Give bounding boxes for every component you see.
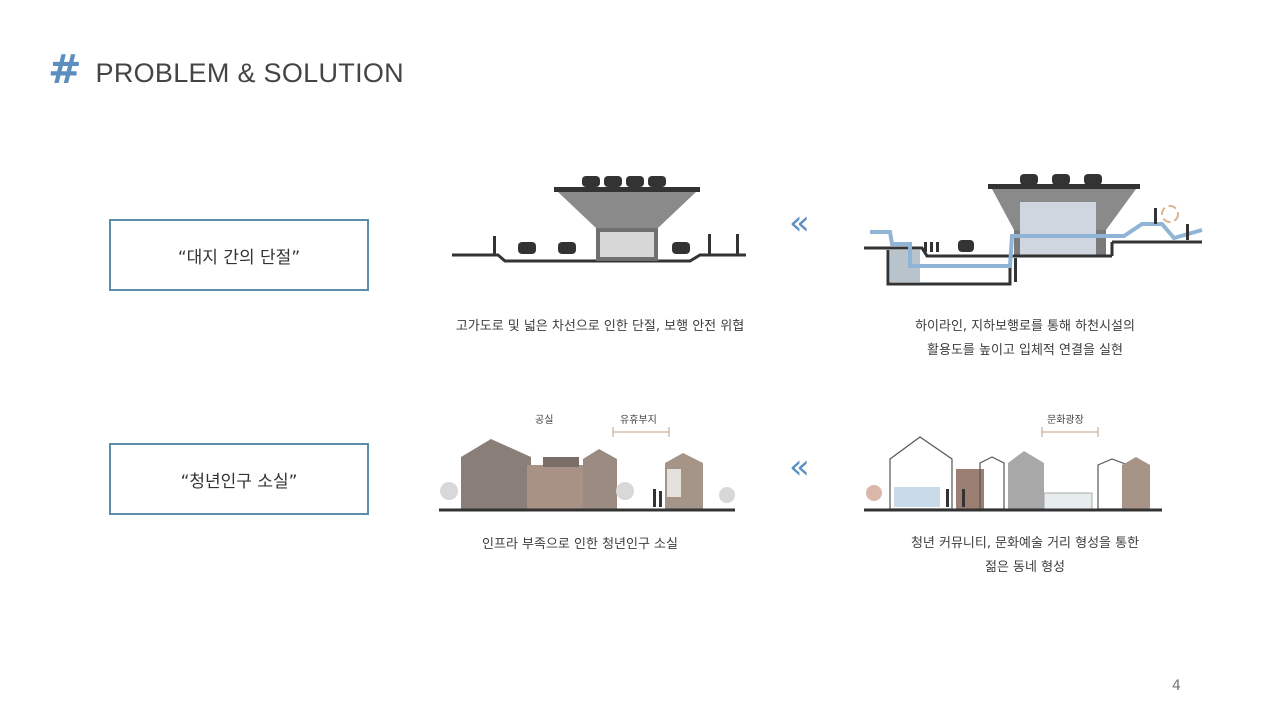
caption-line: 활용도를 높이고 입체적 연결을 실현 bbox=[927, 343, 1123, 358]
caption-youth-solution: 청년 커뮤니티, 문화예술 거리 형성을 통한 젊은 동네 형성 bbox=[845, 532, 1205, 580]
slide-title: PROBLEM & SOLUTION bbox=[95, 57, 404, 88]
highway-section-illustration bbox=[452, 176, 746, 263]
vacant-street-illustration: 공실 유휴부지 bbox=[439, 414, 735, 512]
page-number: 4 bbox=[1172, 678, 1181, 694]
slide-header: # PROBLEM & SOLUTION bbox=[48, 48, 404, 92]
tag-idle-lot: 유휴부지 bbox=[620, 414, 657, 426]
chevron-left-icon: « bbox=[789, 203, 810, 243]
tag-vacancy: 공실 bbox=[535, 414, 553, 426]
caption-highway-problem: 고가도로 및 넓은 차선으로 인한 단절, 보행 안전 위협 bbox=[455, 319, 745, 334]
caption-highline-solution: 하이라인, 지하보행로를 통해 하천시설의 활용도를 높이고 입체적 연결을 실… bbox=[845, 315, 1205, 363]
hash-icon: # bbox=[48, 47, 82, 93]
caption-youth-problem: 인프라 부족으로 인한 청년인구 소실 bbox=[482, 537, 678, 552]
caption-line: 청년 커뮤니티, 문화예술 거리 형성을 통한 bbox=[910, 536, 1140, 551]
highline-section-illustration bbox=[864, 174, 1203, 286]
caption-line: 젊은 동네 형성 bbox=[984, 560, 1066, 575]
cultural-plaza-illustration: 문화광장 bbox=[864, 414, 1162, 512]
tag-cultural-plaza: 문화광장 bbox=[1047, 414, 1084, 426]
chevron-left-icon: « bbox=[789, 447, 810, 487]
caption-line: 하이라인, 지하보행로를 통해 하천시설의 bbox=[915, 319, 1135, 334]
label-box-youth-loss: “청년인구 소실” bbox=[109, 443, 369, 515]
label-box-disconnection: “대지 간의 단절” bbox=[109, 219, 369, 291]
